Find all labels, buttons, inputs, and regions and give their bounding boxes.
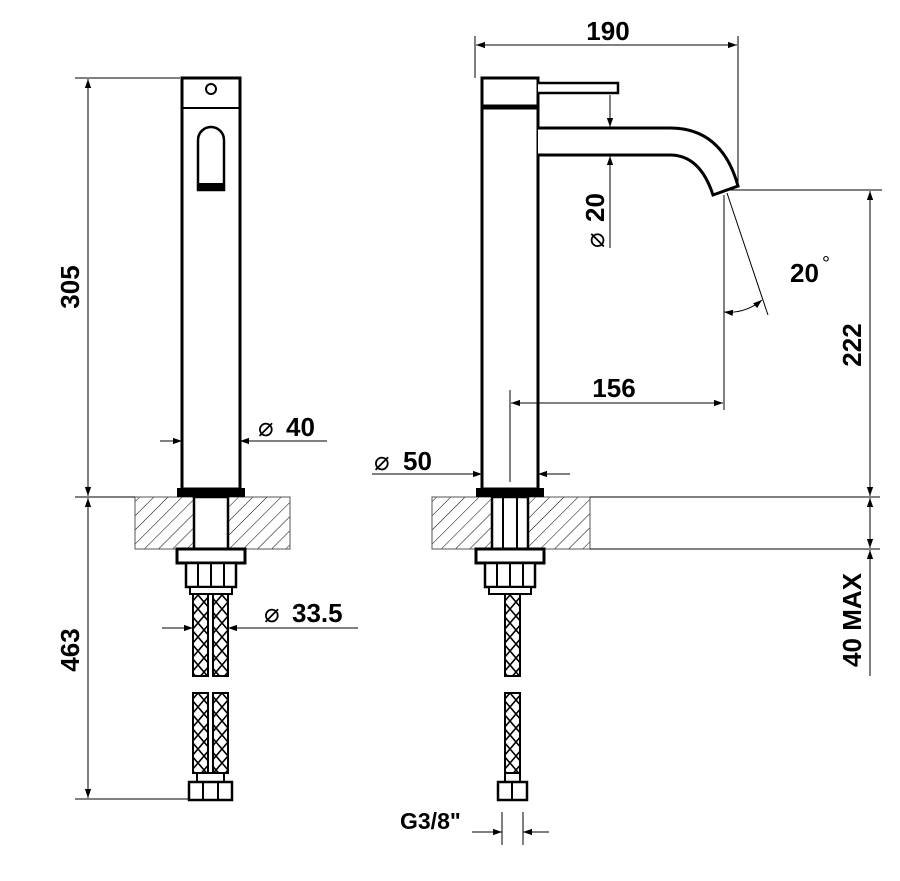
diameter-symbol: ⌀ — [258, 412, 274, 442]
dim-max-deck-thickness: 40 MAX — [837, 572, 867, 667]
side-shank — [490, 495, 530, 551]
dim-spout-height: 222 — [837, 323, 867, 366]
front-shank — [192, 495, 230, 551]
front-fixing-plate — [175, 547, 247, 565]
side-base-flange — [476, 488, 544, 497]
degree-symbol: ° — [822, 253, 830, 275]
front-base-flange — [177, 488, 245, 497]
dim-spout-reach: 156 — [592, 373, 635, 403]
dim-spout-diameter: 20 — [580, 193, 610, 222]
dim-side-width: 190 — [586, 16, 629, 46]
dim-front-height: 305 — [55, 265, 85, 308]
side-hose — [504, 593, 521, 677]
dim-thread-size: G3/8" — [400, 808, 461, 834]
diameter-symbol: ⌀ — [374, 446, 390, 476]
angle-arc — [723, 299, 763, 316]
front-lever-pin — [205, 83, 217, 95]
side-view: 190 ⌀ 20 20 ° 222 156 ⌀ 50 40 MAX — [372, 16, 882, 845]
front-faucet-body — [180, 76, 242, 491]
dim-front-hose-diameter: 33.5 — [292, 598, 343, 628]
front-hose-fitting — [187, 780, 234, 802]
front-hose-left — [192, 593, 209, 677]
dim-spout-angle: 20 — [790, 258, 819, 288]
side-fixing-plate — [474, 547, 546, 565]
front-hose-right — [212, 593, 229, 677]
diameter-symbol: ⌀ — [264, 598, 280, 628]
diameter-symbol: ⌀ — [580, 232, 610, 248]
dim-side-body-diameter: 50 — [403, 446, 432, 476]
front-view: 305 463 ⌀ 40 ⌀ 33.5 — [55, 76, 358, 802]
side-handle-block — [480, 76, 540, 108]
side-lever — [538, 81, 620, 95]
dim-front-hose-length: 463 — [55, 628, 85, 671]
dim-front-body-diameter: 40 — [286, 412, 315, 442]
front-lever-slot — [196, 125, 226, 192]
angle-reference-line — [726, 192, 769, 316]
side-spout — [538, 126, 740, 197]
